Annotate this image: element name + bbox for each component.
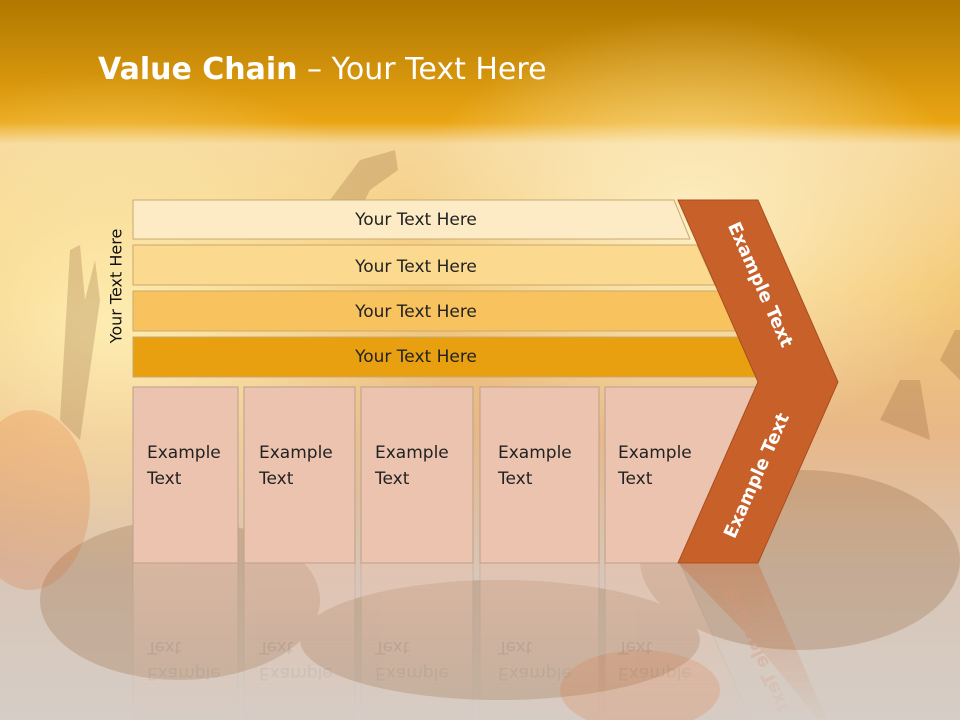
svg-text:ExampleText: ExampleText (258, 637, 333, 683)
band-3-label: Your Text Here (354, 302, 477, 322)
box-2 (243, 386, 356, 564)
slide-title-bold: Value Chain (98, 52, 298, 87)
svg-text:ExampleText: ExampleText (617, 637, 692, 683)
band-2-label: Your Text Here (354, 257, 477, 277)
diagram-reflection: ExampleText ExampleText ExampleText Exam… (132, 562, 828, 720)
svg-text:ExampleText: ExampleText (497, 637, 572, 683)
box-1 (132, 386, 239, 564)
band-1-label: Your Text Here (354, 210, 477, 230)
band-1 (132, 199, 691, 240)
slide-title-rest: – Your Text Here (297, 52, 547, 87)
band-4-label: Your Text Here (354, 347, 477, 367)
svg-text:ExampleText: ExampleText (374, 637, 449, 683)
box-3 (360, 386, 474, 564)
svg-text:ExampleText: ExampleText (146, 637, 221, 683)
box-4 (479, 386, 600, 564)
slide-title: Value Chain – Your Text Here (98, 52, 547, 87)
